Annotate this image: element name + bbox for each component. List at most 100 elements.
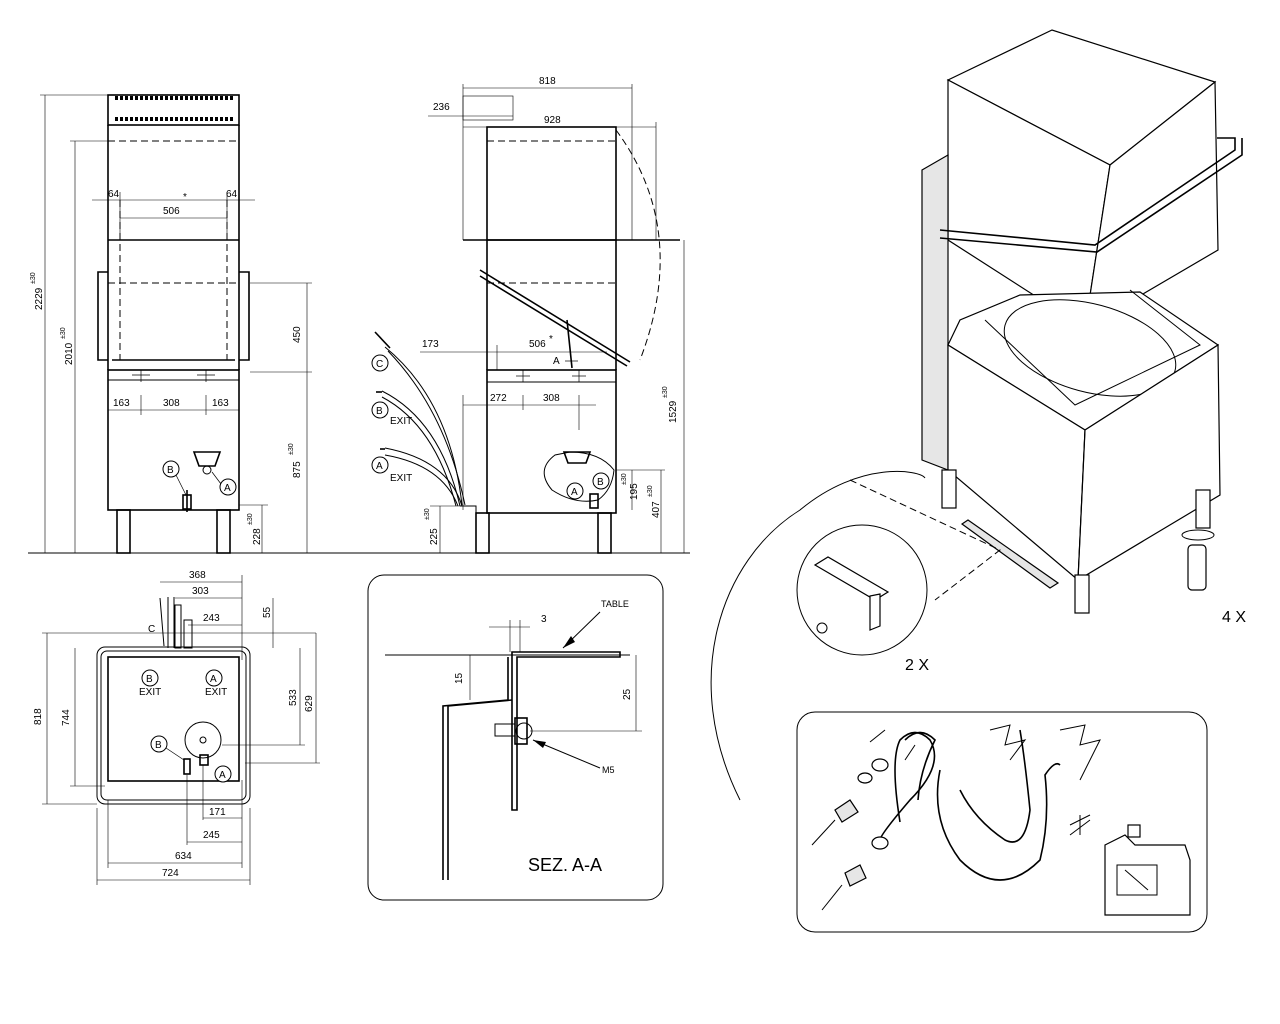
dim-308-side: 308 bbox=[543, 393, 560, 404]
dim-875: 875 bbox=[292, 461, 303, 478]
dim-506: 506 bbox=[163, 206, 180, 217]
section-marker-a: A bbox=[553, 356, 560, 367]
side-label-b: B bbox=[376, 406, 383, 417]
section-title: SEZ. A-A bbox=[528, 855, 602, 875]
accessory-kit bbox=[796, 711, 1208, 933]
plan-view: B EXIT A EXIT C B A 368 303 243 55 818 7… bbox=[33, 570, 320, 885]
dim-818-side: 818 bbox=[539, 76, 556, 87]
connector-2 bbox=[844, 864, 867, 887]
table-label: TABLE bbox=[601, 599, 629, 609]
dim-163-left: 163 bbox=[113, 398, 130, 409]
plan-label-b: B bbox=[155, 740, 162, 751]
dim-818-plan: 818 bbox=[33, 708, 44, 725]
section-a-a: 3 15 25 TABLE M5 SEZ. A-A bbox=[367, 574, 664, 901]
plan-label-c: C bbox=[148, 624, 155, 635]
dim-2229-tol: ±30 bbox=[30, 272, 37, 284]
side-drain-label-a: A bbox=[571, 487, 578, 498]
dim-2010-tol: ±30 bbox=[60, 327, 67, 339]
dim-243: 243 bbox=[203, 613, 220, 624]
side-star: * bbox=[549, 334, 553, 345]
side-label-a: A bbox=[376, 461, 383, 472]
top-vent-unit bbox=[107, 94, 240, 126]
hose-2 bbox=[936, 762, 1061, 881]
dim-245: 245 bbox=[203, 830, 220, 841]
dim-724: 724 bbox=[162, 868, 179, 879]
qty-4x: 4 X bbox=[1222, 609, 1246, 626]
plan-exit-b: EXIT bbox=[139, 687, 161, 698]
hose-a bbox=[384, 447, 463, 507]
dim-1529-tol: ±30 bbox=[662, 386, 669, 398]
iso-basket-rack bbox=[1003, 299, 1177, 397]
dim-533: 533 bbox=[288, 689, 299, 706]
dim-163-right: 163 bbox=[212, 398, 229, 409]
adjustable-foot bbox=[1187, 544, 1207, 591]
plan-drain-circle bbox=[184, 721, 222, 759]
dim-506-side: 506 bbox=[529, 339, 546, 350]
open-handle-line bbox=[479, 269, 631, 363]
plan-label-b-exit: B bbox=[146, 674, 153, 685]
dim-64-right: 64 bbox=[226, 189, 238, 200]
plan-label-a-exit: A bbox=[210, 674, 217, 685]
dim-308: 308 bbox=[163, 398, 180, 409]
side-elevation: A B C B EXIT A EXIT 818 236 928 173 506 … bbox=[371, 76, 685, 554]
front-label-b: B bbox=[167, 465, 174, 476]
floor-rail bbox=[960, 519, 1060, 589]
dim-450: 450 bbox=[292, 326, 303, 343]
leg-left bbox=[116, 509, 131, 554]
hood-handle-right bbox=[239, 271, 250, 361]
dim-225-tol: ±30 bbox=[424, 508, 431, 520]
front-label-a: A bbox=[224, 483, 231, 494]
side-leg-right bbox=[597, 512, 612, 554]
vent-slots bbox=[115, 96, 233, 121]
dim-25: 25 bbox=[622, 688, 633, 700]
isometric-machine: 4 X 2 X bbox=[710, 29, 1246, 801]
dim-171: 171 bbox=[209, 807, 226, 818]
hood-handle-left bbox=[97, 271, 108, 361]
hose-1 bbox=[879, 731, 936, 841]
side-exit-a: EXIT bbox=[390, 473, 412, 484]
dim-875-tol: ±30 bbox=[288, 443, 295, 455]
front-elevation: B A 2229 ±30 2010 ±30 450 875 ±30 228 ±3… bbox=[28, 94, 690, 554]
dim-3: 3 bbox=[541, 614, 547, 625]
dim-225: 225 bbox=[429, 528, 440, 545]
detail-callout bbox=[796, 524, 928, 656]
dim-195: 195 bbox=[629, 483, 640, 500]
dim-634: 634 bbox=[175, 851, 192, 862]
side-cabinet bbox=[486, 369, 617, 514]
dim-407-tol: ±30 bbox=[647, 485, 654, 497]
dim-228-tol: ±30 bbox=[247, 513, 254, 525]
leg-right bbox=[216, 509, 231, 554]
dim-629: 629 bbox=[304, 695, 315, 712]
iso-handle bbox=[939, 137, 1236, 246]
side-hood-top bbox=[486, 126, 617, 241]
plan-inner bbox=[107, 656, 240, 782]
dim-407: 407 bbox=[651, 501, 662, 518]
dim-55: 55 bbox=[262, 606, 273, 618]
dim-2229: 2229 bbox=[34, 287, 45, 310]
dim-195-tol: ±30 bbox=[621, 473, 628, 485]
plan-label-a: A bbox=[219, 770, 226, 781]
table-angle-profile bbox=[511, 651, 621, 811]
dim-744: 744 bbox=[61, 709, 72, 726]
dim-1529: 1529 bbox=[668, 400, 679, 423]
side-label-c: C bbox=[376, 359, 383, 370]
hose-c bbox=[384, 346, 463, 506]
dim-928: 928 bbox=[544, 115, 561, 126]
side-leg-left bbox=[475, 512, 490, 554]
side-exit-b: EXIT bbox=[390, 416, 412, 427]
drain-cup bbox=[192, 451, 222, 467]
dim-272: 272 bbox=[490, 393, 507, 404]
hose-b bbox=[381, 390, 461, 507]
front-cabinet bbox=[107, 369, 240, 511]
dim-64-left: 64 bbox=[108, 189, 120, 200]
dim-303: 303 bbox=[192, 586, 209, 597]
m5-label: M5 bbox=[602, 765, 615, 775]
dim-368: 368 bbox=[189, 570, 206, 581]
dim-2010: 2010 bbox=[64, 342, 75, 365]
detergent-canister bbox=[1104, 834, 1191, 916]
dim-15: 15 bbox=[454, 672, 465, 684]
section-frame bbox=[367, 574, 664, 901]
connector-1 bbox=[834, 799, 859, 823]
side-drain-label-b: B bbox=[597, 477, 604, 488]
